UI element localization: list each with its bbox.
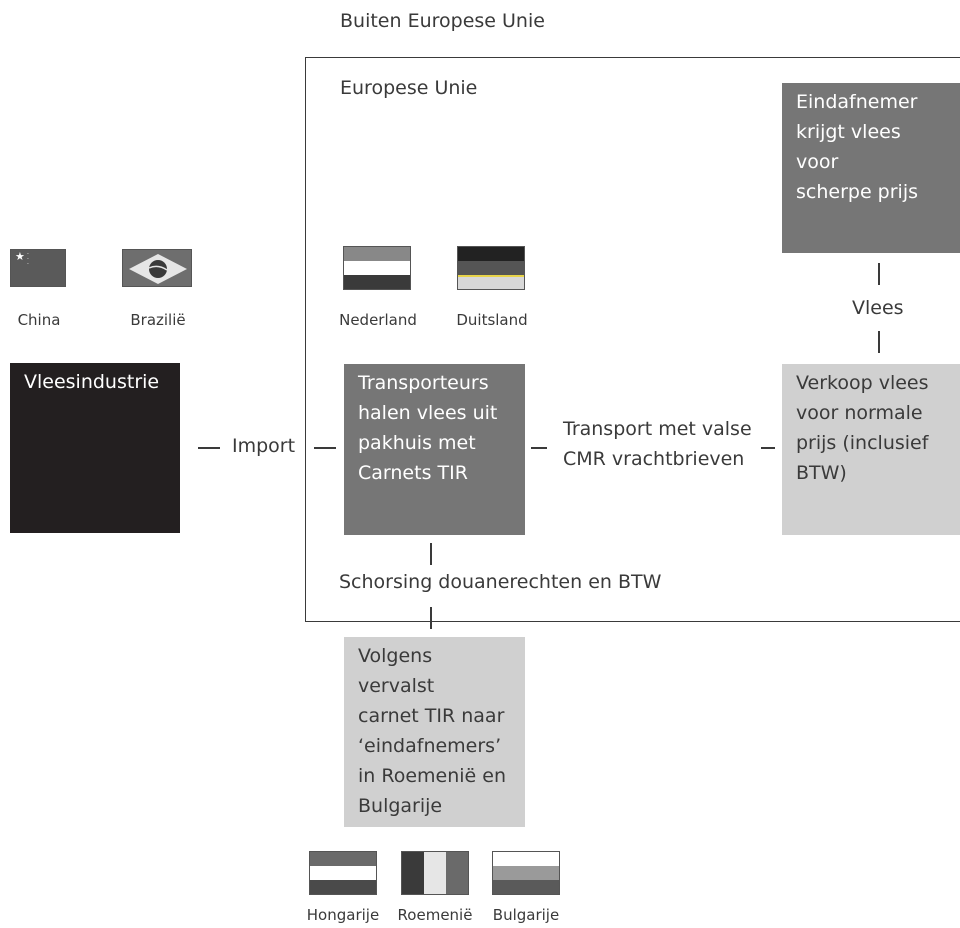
brazil-label: Brazilië [130, 311, 186, 329]
china-flag: ★ ··· [10, 249, 66, 287]
eu-label: Europese Unie [340, 77, 478, 99]
transport-label-line: CMR vrachtbrieven [563, 448, 745, 470]
bulgaria-flag [492, 851, 560, 895]
transporters-line: halen vlees uit [358, 402, 498, 424]
hungary-label: Hongarije [306, 906, 380, 924]
transport-label-line: Transport met valse [563, 418, 752, 440]
germany-flag [457, 246, 525, 290]
transporters-line: Carnets TIR [358, 462, 468, 484]
netherlands-flag [343, 246, 411, 290]
sale-line: Verkoop vlees [796, 372, 929, 394]
transport-connector-right [761, 447, 775, 449]
transporters-line: pakhuis met [358, 432, 476, 454]
brazil-flag [122, 249, 192, 287]
falsified-line: Bulgarije [358, 795, 443, 817]
meat-label: Vlees [852, 297, 904, 319]
netherlands-label: Nederland [339, 311, 417, 329]
transporters-line: Transporteurs [358, 372, 489, 394]
end-customer-line: scherpe prijs [796, 181, 919, 203]
sale-line: BTW) [796, 462, 847, 484]
end-customer-box: Eindafnemer krijgt vlees voor scherpe pr… [782, 83, 960, 253]
transporters-box: Transporteurs halen vlees uit pakhuis me… [344, 364, 525, 535]
germany-label: Duitsland [456, 311, 528, 329]
falsified-line: ‘eindafnemers’ [358, 735, 502, 757]
bulgaria-label: Bulgarije [492, 906, 560, 924]
star-icon: ★ [15, 250, 25, 263]
falsified-line: Volgens vervalst [358, 645, 435, 697]
romania-label: Roemenië [397, 906, 473, 924]
meat-industry-text: Vleesindustrie [24, 371, 160, 393]
brazil-diamond-icon [129, 254, 187, 284]
meat-industry-box: Vleesindustrie [10, 363, 180, 533]
transport-connector-left [531, 447, 547, 449]
suspension-connector-bottom [430, 607, 432, 629]
end-customer-line: krijgt vlees voor [796, 121, 901, 173]
eu-frame [305, 57, 960, 622]
meat-connector-bottom [878, 331, 880, 353]
outside-eu-label: Buiten Europese Unie [340, 10, 545, 32]
sale-box: Verkoop vlees voor normale prijs (inclus… [782, 364, 960, 535]
import-label: Import [232, 435, 296, 457]
hungary-flag [309, 851, 377, 895]
sale-line: prijs (inclusief [796, 432, 929, 454]
import-connector-left [198, 447, 220, 449]
suspension-label: Schorsing douanerechten en BTW [339, 571, 662, 593]
falsified-carnet-box: Volgens vervalst carnet TIR naar ‘eindaf… [344, 637, 525, 827]
falsified-line: carnet TIR naar [358, 705, 505, 727]
suspension-connector-top [430, 543, 432, 565]
china-label: China [17, 311, 61, 329]
sale-line: voor normale [796, 402, 923, 424]
romania-flag [401, 851, 469, 895]
import-connector-right [314, 447, 336, 449]
falsified-line: in Roemenië en [358, 765, 507, 787]
end-customer-line: Eindafnemer [796, 91, 918, 113]
small-stars-icon: ··· [27, 251, 29, 268]
meat-connector-top [878, 263, 880, 285]
transport-label: Transport met valse CMR vrachtbrieven [563, 414, 752, 474]
